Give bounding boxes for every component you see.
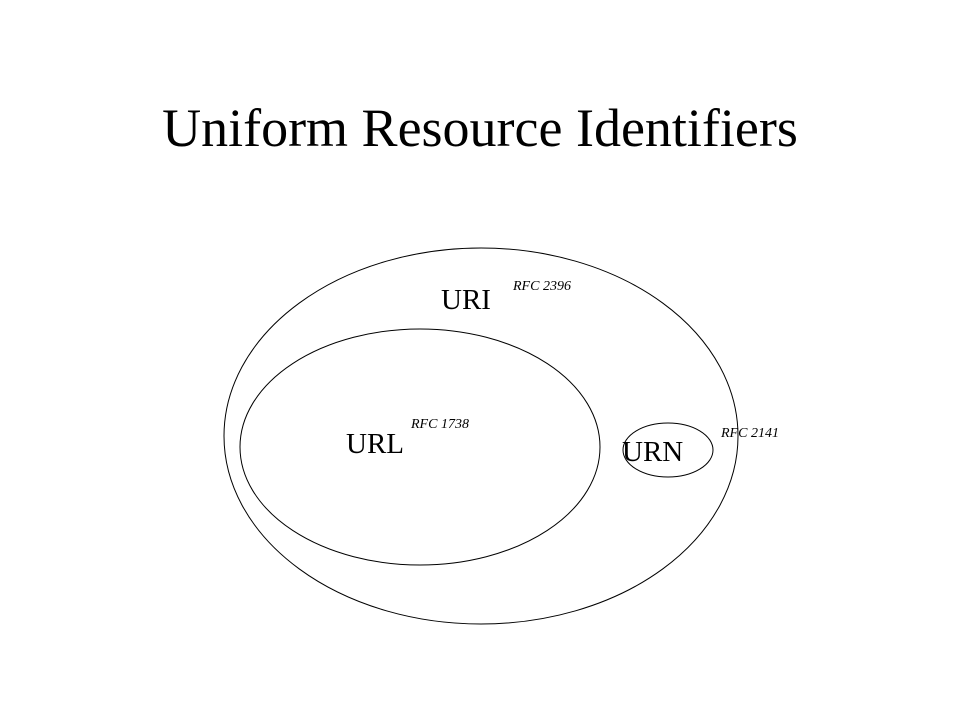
uri-label: URI bbox=[441, 284, 491, 316]
urn-rfc-label: RFC 2141 bbox=[720, 426, 779, 441]
uri-rfc-label: RFC 2396 bbox=[512, 279, 571, 294]
uri-ellipse bbox=[223, 247, 739, 625]
url-rfc-label: RFC 1738 bbox=[410, 417, 469, 432]
url-ellipse bbox=[239, 328, 601, 566]
url-label: URL bbox=[346, 428, 404, 460]
urn-ellipse bbox=[622, 422, 714, 478]
slide-title: Uniform Resource Identifiers bbox=[162, 98, 798, 158]
urn-label: URN bbox=[622, 436, 683, 468]
